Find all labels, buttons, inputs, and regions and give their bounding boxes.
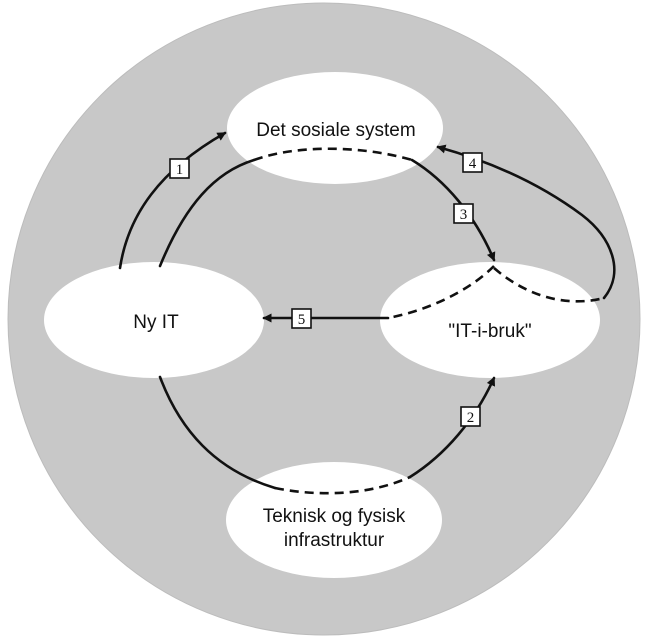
arrow-3-badge: 3: [453, 203, 474, 224]
svg-text:3: 3: [460, 207, 468, 223]
lower-left-line: [158, 375, 277, 490]
infrastructure-node: [226, 462, 442, 578]
it-in-use-node: [380, 262, 600, 378]
loop-top-dashed-line: [253, 147, 413, 162]
svg-text:1: 1: [176, 162, 184, 178]
arrow-2-line: [408, 376, 496, 479]
social-system-node: [227, 72, 443, 184]
loop-upper-left-line: [158, 158, 256, 268]
it-in-use-label: "IT-i-bruk": [448, 321, 531, 342]
arrow-4-badge: 4: [462, 152, 483, 173]
infrastructure-label-line-1: Teknisk og fysisk: [263, 506, 406, 527]
arrow-2-badge: 2: [460, 406, 481, 427]
arrow-1-line: [118, 131, 227, 270]
new-it-label: Ny IT: [133, 312, 179, 333]
arrow-3-line: [410, 158, 496, 262]
lower-dashed-line: [274, 475, 411, 495]
arrow-5-badge: 5: [291, 308, 312, 329]
svg-text:4: 4: [469, 156, 477, 172]
arrow-1-badge: 1: [169, 158, 190, 179]
social-system-label: Det sosiale system: [256, 120, 415, 141]
it-in-use-dashed-line: [387, 265, 495, 320]
svg-text:5: 5: [298, 312, 306, 328]
arrow-4-dashed-line: [493, 267, 605, 303]
new-it-node: [44, 262, 264, 378]
svg-text:2: 2: [467, 410, 475, 426]
infrastructure-label-line-2: infrastruktur: [284, 530, 385, 551]
